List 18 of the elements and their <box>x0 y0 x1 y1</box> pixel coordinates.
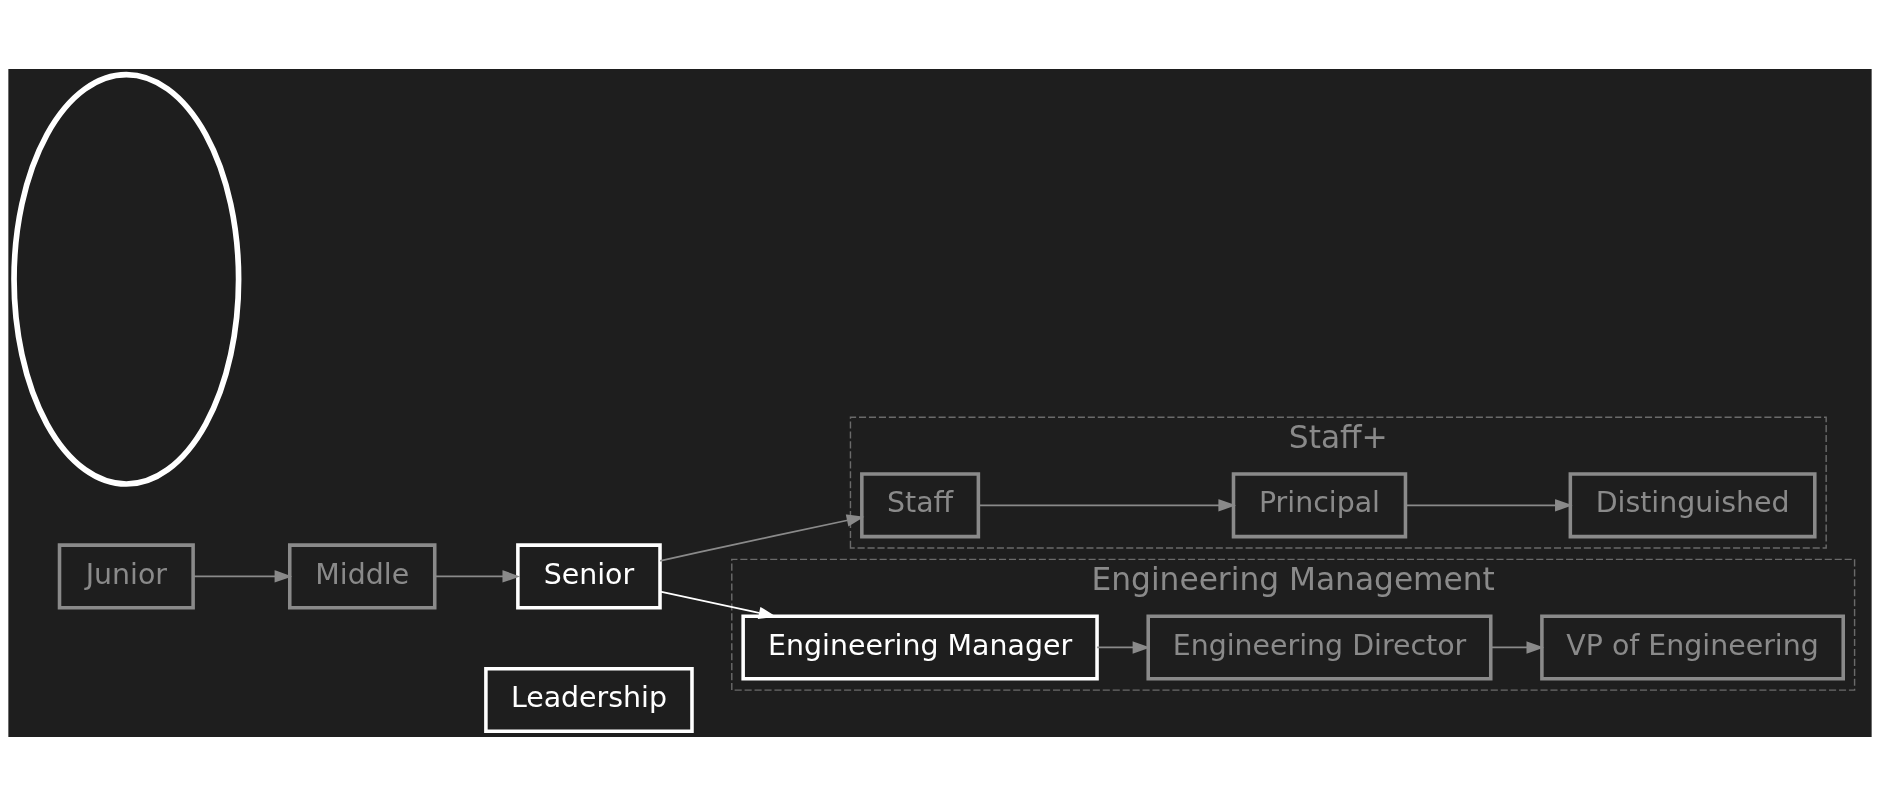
arrow <box>434 569 521 583</box>
node-box: Engineering Manager <box>741 613 1099 680</box>
node-box: VP of Engineering <box>1540 613 1845 680</box>
node-box: Senior <box>516 542 662 609</box>
node-box: Leadership <box>484 666 694 733</box>
node-box: Engineering Director <box>1146 613 1493 680</box>
arrow <box>1405 498 1573 511</box>
node-box: Principal <box>1231 471 1408 538</box>
node-box: Middle <box>288 542 437 609</box>
arrow <box>659 590 777 619</box>
node-box: Distinguished <box>1568 471 1817 538</box>
arrow <box>659 513 865 562</box>
arrow <box>977 498 1237 511</box>
node-box: Junior <box>57 542 195 609</box>
node-box: Staff <box>860 471 981 538</box>
arrow <box>1490 640 1545 654</box>
node-ellipse <box>11 71 242 487</box>
arrow <box>192 569 293 583</box>
